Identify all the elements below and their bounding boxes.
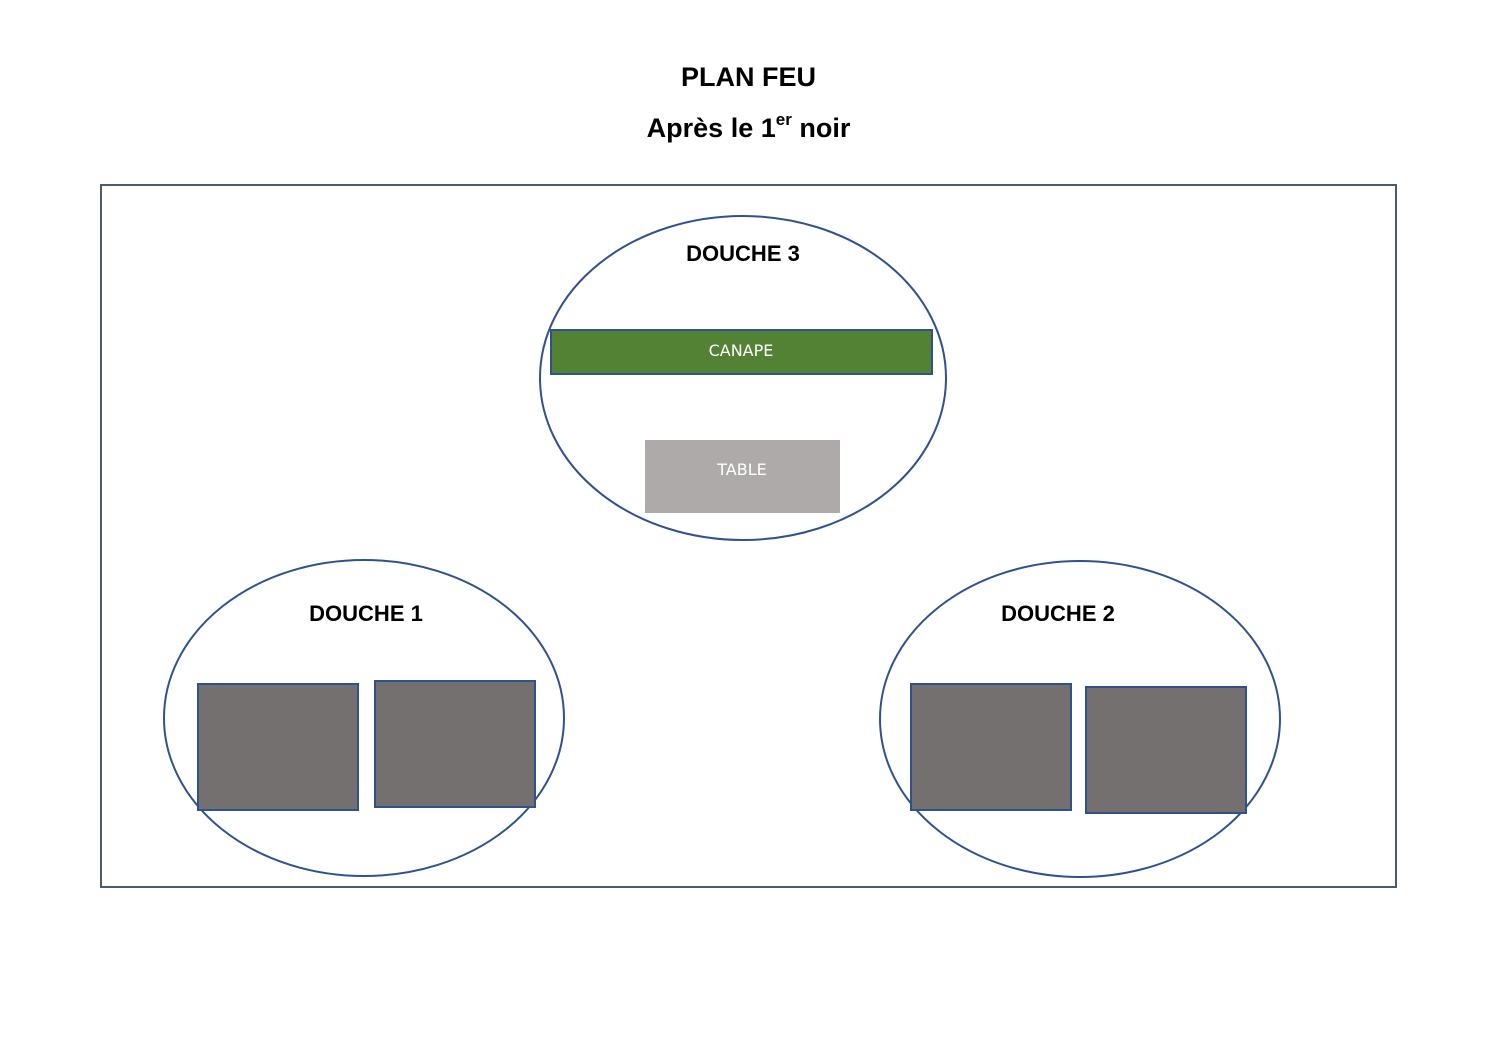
seat — [910, 683, 1072, 811]
seat — [374, 680, 536, 808]
table — [645, 440, 840, 513]
sofa — [550, 329, 933, 375]
subtitle-superscript: er — [775, 110, 792, 129]
table-label: TABLE — [716, 460, 766, 479]
zone-douche-2-outline — [879, 560, 1281, 878]
zone-douche-1: DOUCHE 1 — [163, 559, 565, 877]
plan-subtitle: Après le 1er noir — [0, 110, 1497, 144]
zone-douche-2: DOUCHE 2 — [879, 560, 1281, 878]
zone-douche-3-outline — [539, 215, 947, 541]
zone-douche-3-label: DOUCHE 3 — [686, 241, 800, 266]
zone-douche-1-outline — [163, 559, 565, 877]
subtitle-text-end: noir — [791, 113, 851, 143]
zone-douche-2-label: DOUCHE 2 — [1001, 601, 1115, 626]
seat — [197, 683, 359, 811]
room-frame — [100, 184, 1397, 888]
plan-title: PLAN FEU — [681, 62, 816, 92]
zone-douche-3: DOUCHE 3 CANAPE TABLE — [539, 215, 947, 541]
seat — [1085, 686, 1247, 814]
subtitle-text: Après le 1 — [646, 113, 776, 143]
zone-douche-1-label: DOUCHE 1 — [309, 601, 423, 626]
sofa-label: CANAPE — [709, 341, 774, 360]
